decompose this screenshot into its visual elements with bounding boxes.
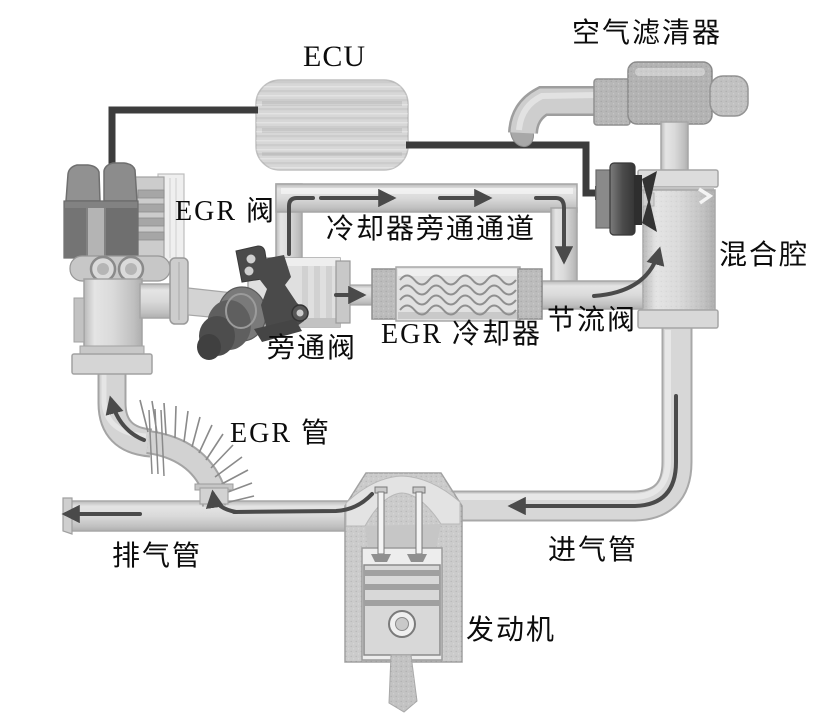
label-mixing-chamber: 混合腔: [719, 240, 810, 271]
label-ecu: ECU: [303, 40, 366, 73]
label-intake-pipe: 进气管: [548, 535, 639, 566]
ecu-box: [255, 79, 409, 171]
egr-pipe-fins: [139, 399, 255, 505]
egr-pipe-clamp-marks: [148, 408, 165, 477]
throttle-actuator: [595, 162, 657, 236]
bypass-valve-lever: [235, 245, 309, 342]
engine-assembly: [344, 472, 463, 713]
egr-cooler-assembly: [337, 266, 543, 322]
bypass-valve-actuator-motor: [197, 286, 267, 360]
flow-line-exhaust: [232, 492, 374, 514]
flow-arrow-into-chamber: [592, 246, 665, 298]
label-egr-pipe: EGR 管: [230, 418, 332, 449]
engine-piston: [363, 564, 441, 656]
cooler-coil-waves: [399, 274, 517, 316]
flow-arrow-into-egr-pipe: [205, 489, 238, 514]
label-cooler-bypass-channel: 冷却器旁通通道: [326, 214, 537, 245]
flow-arrow-intake: [507, 394, 678, 516]
chamber-clip-mark: [698, 187, 714, 205]
engine-valves: [371, 486, 427, 562]
flow-line-bypass-riser: [287, 196, 315, 256]
flow-arrow-egr-elbow: [105, 395, 146, 442]
flow-arrows: [61, 188, 678, 524]
label-air-filter: 空气滤清器: [572, 18, 723, 49]
bypass-valve-assembly: [197, 245, 351, 360]
ecu-wire-to-egr-valve: [108, 106, 258, 178]
label-engine: 发动机: [466, 615, 557, 646]
label-throttle-valve: 节流阀: [547, 305, 638, 336]
label-egr-cooler: EGR 冷却器: [381, 319, 543, 350]
flow-arrow-bypass-down: [534, 196, 574, 265]
label-exhaust-pipe: 排气管: [112, 541, 203, 572]
label-egr-valve: EGR 阀: [175, 196, 277, 227]
label-bypass-valve: 旁通阀: [267, 333, 358, 364]
intake-pipe-shape: [452, 326, 693, 522]
air-filter-assembly: [508, 61, 749, 175]
